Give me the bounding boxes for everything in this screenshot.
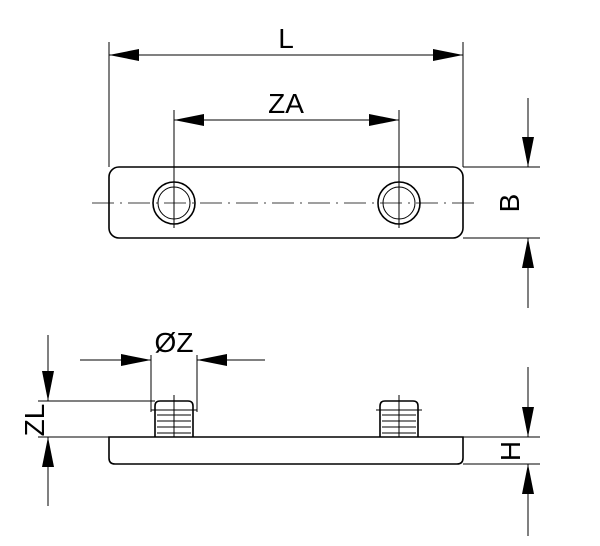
label-length: L — [278, 23, 294, 54]
right-hole — [377, 110, 421, 228]
dimension-width: B — [463, 98, 540, 308]
label-thread-length: ZL — [19, 404, 50, 437]
left-hole — [152, 110, 196, 228]
label-width: B — [494, 194, 525, 213]
side-view: ØZ ZL H — [19, 327, 540, 536]
plate-side-outline — [108, 436, 464, 465]
dimension-height: H — [463, 367, 540, 536]
right-threaded-stud — [376, 395, 422, 437]
top-view: L ZA B — [92, 23, 540, 308]
dimension-thread-diameter: ØZ — [80, 327, 265, 412]
left-threaded-stud — [151, 395, 197, 437]
plate-top-outline — [108, 166, 464, 239]
dimension-length: L — [108, 23, 464, 167]
dimension-hole-spacing: ZA — [174, 88, 399, 126]
dimension-thread-length: ZL — [19, 335, 155, 506]
label-height: H — [495, 441, 526, 461]
label-thread-diameter: ØZ — [155, 327, 194, 358]
label-hole-spacing: ZA — [268, 88, 304, 119]
